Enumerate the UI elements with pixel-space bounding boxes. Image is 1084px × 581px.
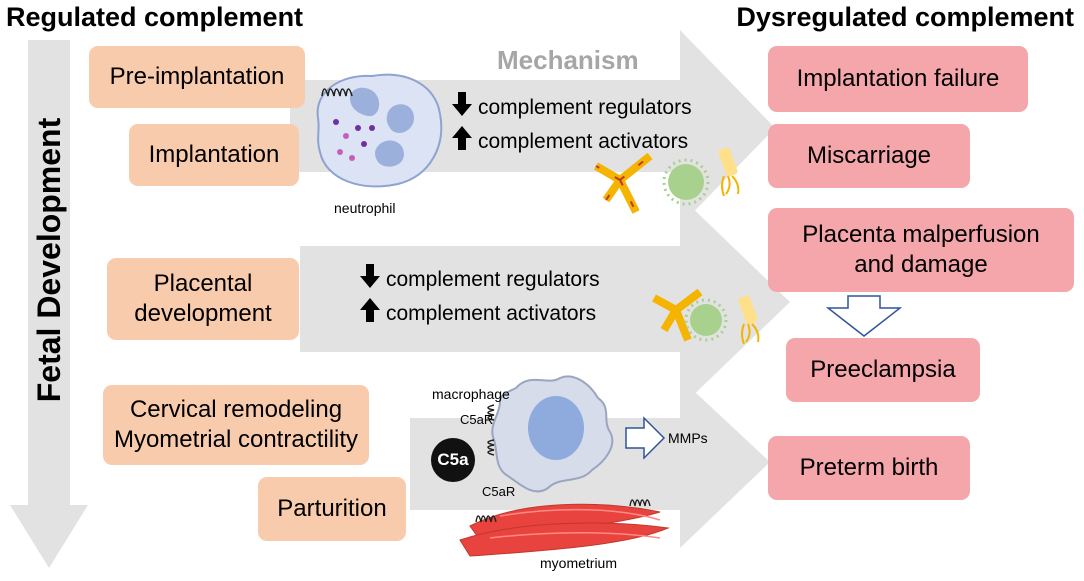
macrophage-icon [487,375,614,493]
mechanism-label: Mechanism [497,45,639,75]
down-arrow-icon [452,92,472,123]
stage-implantation: Implantation [129,124,299,186]
neutrophil-icon [316,73,443,188]
up-arrow-icon [360,298,380,329]
neutrophil-label: neutrophil [334,200,396,216]
stage-cervical-myometrial: Cervical remodeling Myometrial contracti… [103,385,369,465]
mechanism-row1-down: complement regulators [452,92,692,123]
outcome-placenta-malperfusion: Placenta malperfusion and damage [768,208,1074,292]
up-arrow-icon [452,126,472,157]
mechanism-arrow-2 [300,196,790,408]
bacteria-icon-1 [718,147,740,197]
c5a-icon [431,438,475,482]
mechanism-row2-up-text: complement activators [386,301,597,325]
myometrium-label: myometrium [540,555,618,571]
c5a-label: C5a [437,450,469,469]
mechanism-row2-up: complement activators [360,298,596,329]
virus-icon-2 [684,298,728,342]
myometrium-icon [459,499,670,557]
c5ar-label-bottom: C5aR [482,484,516,499]
mmps-label: MMPs [668,430,708,446]
virus-icon-1 [662,158,710,206]
mechanism-row1-up-text: complement activators [478,129,689,153]
c5ar-label-top: C5aR [460,412,494,427]
stage-parturition: Parturition [258,477,406,541]
hollow-down-arrow [825,295,903,337]
stage-placental-development: Placental development [107,258,299,340]
antibody-icon-1 [593,152,653,214]
mechanism-row1-up: complement activators [452,126,688,157]
stage-pre-implantation: Pre-implantation [89,46,305,108]
fetal-development-arrow [10,40,88,568]
mmps-arrow-icon [625,416,666,460]
dysregulated-complement-header: Dysregulated complement [736,2,1074,32]
macrophage-label: macrophage [432,386,510,402]
antibody-icon-2 [652,288,703,342]
mechanism-arrow-1 [290,30,775,226]
outcome-preterm-birth: Preterm birth [768,436,970,500]
outcome-preeclampsia: Preeclampsia [786,338,980,402]
mechanism-row2-down-text: complement regulators [386,267,600,291]
regulated-complement-header: Regulated complement [6,2,304,32]
outcome-implantation-failure: Implantation failure [768,46,1028,112]
mechanism-row2-down: complement regulators [360,264,600,295]
mechanism-row1-down-text: complement regulators [478,95,692,119]
bacteria-icon-2 [738,295,760,345]
down-arrow-icon [360,264,380,295]
outcome-miscarriage: Miscarriage [768,124,970,188]
